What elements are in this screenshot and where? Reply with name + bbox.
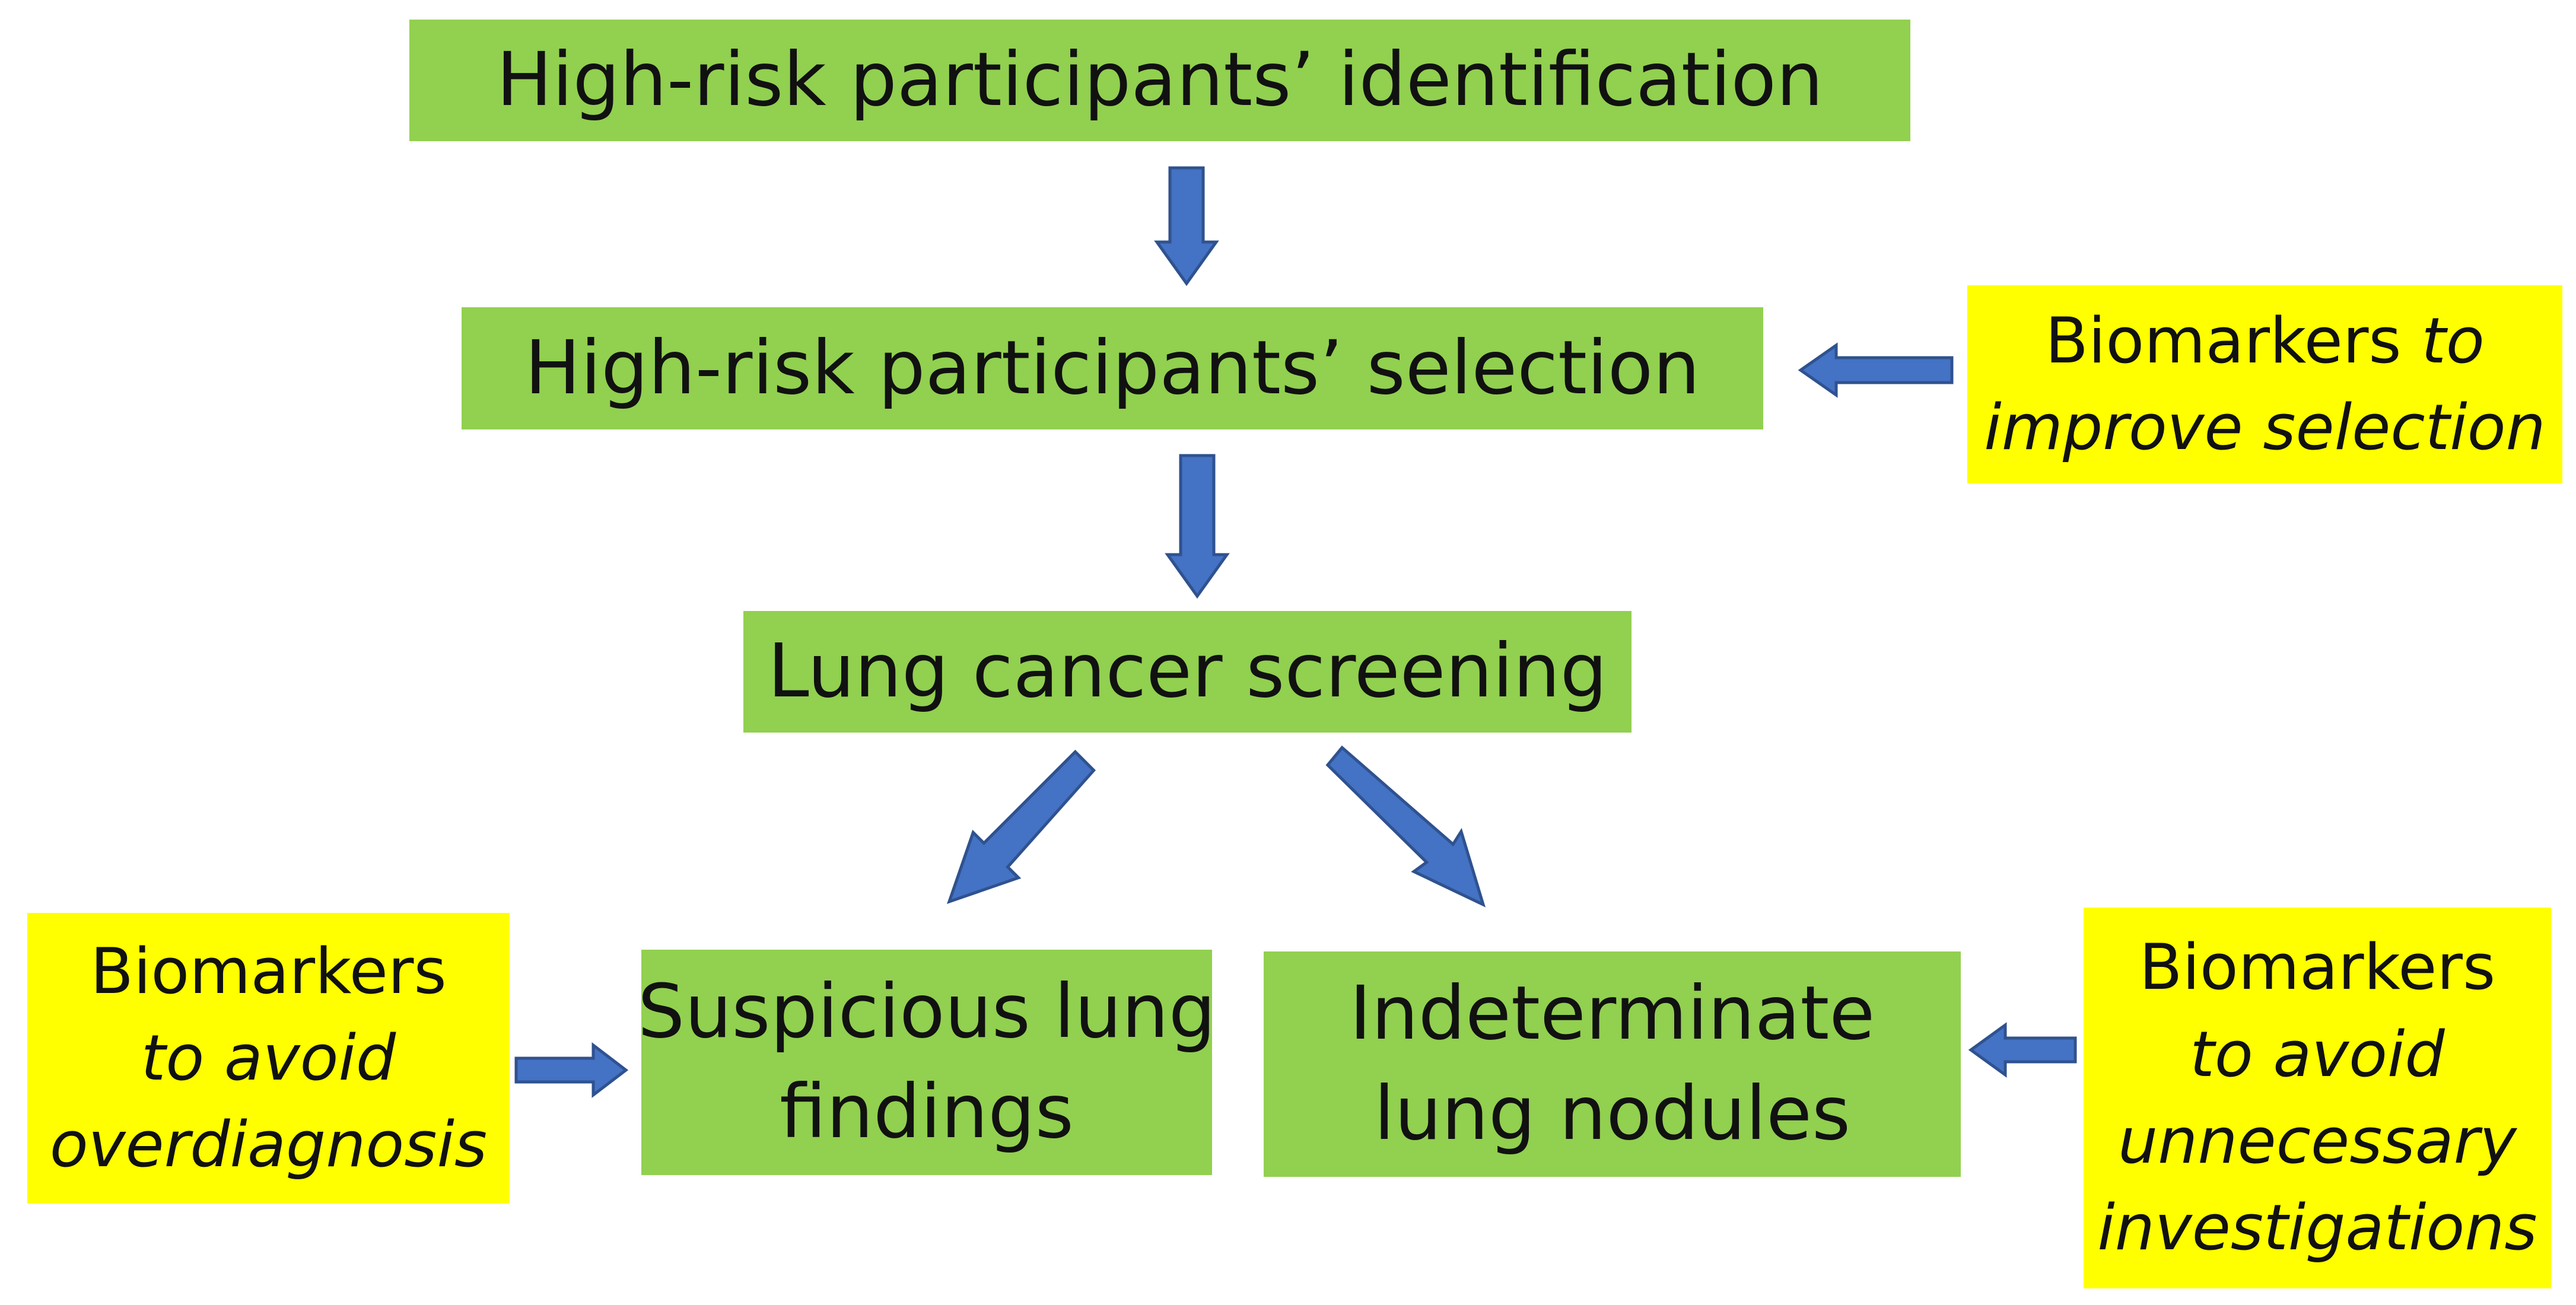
step-screening-label: Lung cancer screening [767, 628, 1608, 715]
step-nodules-line2: lung nodules [1373, 1071, 1851, 1157]
step-suspicious-line2: findings [780, 1069, 1074, 1155]
step-selection-label: High-risk participants’ selection [524, 324, 1700, 411]
step-suspicious-findings: Suspicious lung findings [638, 950, 1216, 1175]
arrow-screening-to-suspicious [946, 749, 1096, 905]
arrow-screening-to-nodules [1325, 745, 1486, 908]
biomarkers-investigations-line1: Biomarkers [2139, 931, 2496, 1004]
biomarkers-overdiagnosis-box: Biomarkers to avoid overdiagnosis [27, 913, 510, 1204]
biomarkers-selection-line2: improve selection [1984, 391, 2546, 464]
biomarkers-selection-line1: Biomarkers to [2045, 298, 2485, 384]
step-suspicious-line1: Suspicious lung [637, 969, 1216, 1055]
biomarkers-investigations-box: Biomarkers to avoid unnecessary investig… [2084, 908, 2551, 1288]
step-identification: High-risk participants’ identification [409, 20, 1910, 141]
arrow-selection-to-screening [1165, 454, 1230, 599]
step-identification-label: High-risk participants’ identification [496, 37, 1824, 123]
biomarkers-overdiagnosis-line2: to avoid [141, 1021, 396, 1094]
step-screening: Lung cancer screening [743, 611, 1632, 733]
arrow-biomarkers-to-selection [1798, 342, 1954, 398]
biomarkers-overdiagnosis-line3: overdiagnosis [49, 1108, 488, 1182]
step-indeterminate-nodules: Indeterminate lung nodules [1264, 951, 1961, 1177]
step-nodules-line1: Indeterminate [1349, 970, 1875, 1057]
biomarkers-selection-plain: Biomarkers [2045, 304, 2402, 377]
biomarkers-investigations-line2: to avoid [2190, 1017, 2445, 1091]
biomarkers-selection-box: Biomarkers to improve selection [1967, 285, 2562, 483]
biomarkers-investigations-line3: unnecessary [2118, 1105, 2517, 1177]
biomarkers-investigations-line4: investigations [2097, 1191, 2537, 1265]
biomarkers-selection-to: to [2421, 304, 2485, 377]
arrow-biomarkers-to-nodules [1968, 1022, 2077, 1078]
arrow-identification-to-selection [1154, 166, 1219, 287]
arrow-biomarkers-to-suspicious [514, 1042, 629, 1099]
step-selection: High-risk participants’ selection [462, 307, 1763, 429]
biomarkers-overdiagnosis-line1: Biomarkers [90, 934, 447, 1008]
